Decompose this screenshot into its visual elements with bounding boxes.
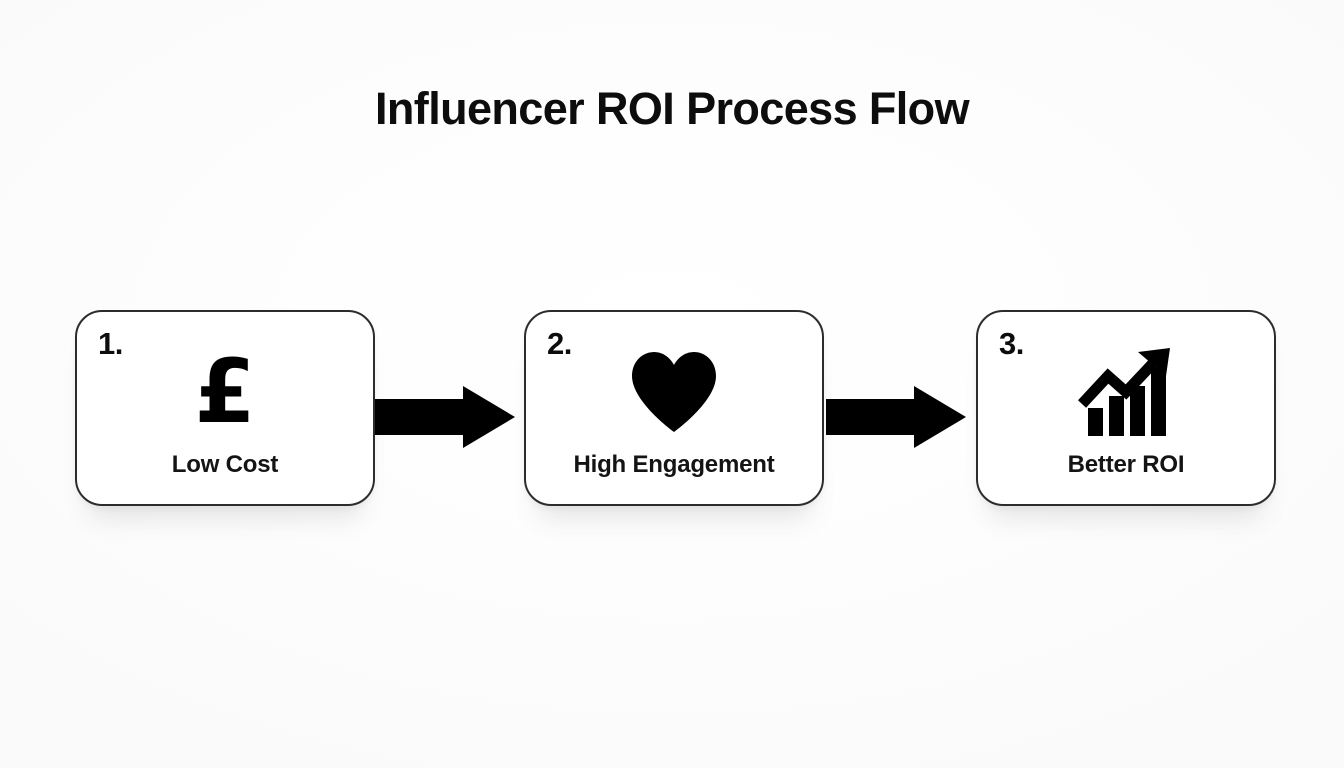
flow-step-card-2[interactable]: 2. High Engagement (524, 310, 824, 506)
step-label-1: Low Cost (171, 451, 279, 479)
pound-sterling-icon: £ (77, 344, 373, 440)
right-arrow-icon-2 (826, 386, 966, 448)
page-title: Influencer ROI Process Flow (375, 83, 970, 134)
step-number-1: 1. (98, 326, 123, 361)
step-number-3: 3. (999, 326, 1024, 361)
pound-sterling-glyph: £ (194, 340, 256, 443)
flow-step-card-1[interactable]: 1. £ Low Cost (75, 310, 375, 506)
step-number-2: 2. (547, 326, 572, 361)
heart-icon (526, 344, 822, 440)
process-flow-row: 1. £ Low Cost 2. High Engagement (75, 310, 1276, 508)
step-label-2: High Engagement (573, 451, 775, 479)
flow-step-card-3[interactable]: 3. Better ROI (976, 310, 1276, 506)
growth-chart-arrow-icon (978, 344, 1274, 440)
step-label-3: Better ROI (1067, 451, 1185, 479)
right-arrow-icon-1 (375, 386, 515, 448)
